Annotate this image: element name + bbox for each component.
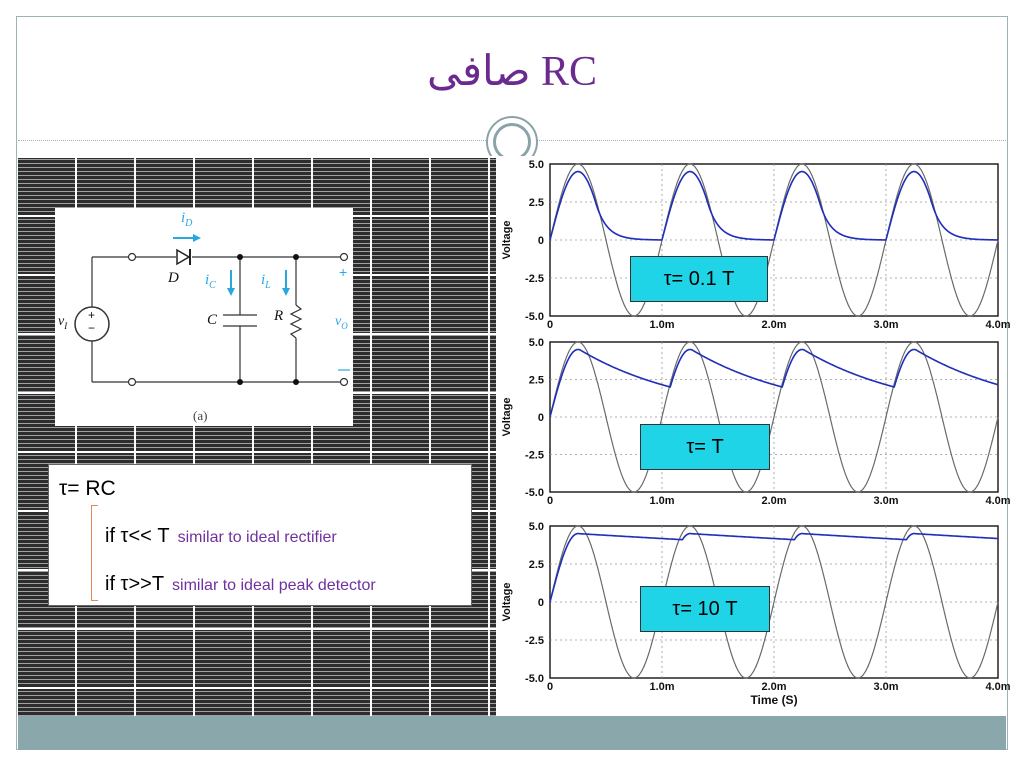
- y-tick-label: 2.5: [529, 197, 544, 209]
- x-tick-label: 1.0m: [649, 319, 674, 331]
- label-vI: vI: [58, 314, 68, 331]
- source-minus: −: [88, 321, 96, 335]
- label-C: C: [207, 312, 218, 328]
- x-tick-label: 3.0m: [873, 319, 898, 331]
- x-axis-label: Time (S): [750, 693, 797, 707]
- y-tick-label: -5.0: [525, 311, 544, 323]
- label-iD: iD: [181, 210, 193, 229]
- slide-title: صافی RC: [426, 49, 598, 95]
- voltage-source-symbol: [74, 306, 110, 342]
- y-tick-label: -5.0: [525, 673, 544, 685]
- x-tick-label: 2.0m: [761, 681, 786, 693]
- x-tick-label: 1.0m: [649, 495, 674, 507]
- y-tick-label: -5.0: [525, 487, 544, 499]
- x-tick-label: 0: [547, 319, 553, 331]
- footer-bar: [18, 716, 1006, 750]
- x-tick-label: 2.0m: [761, 319, 786, 331]
- circuit-svg: [74, 234, 350, 387]
- y-tick-label: 0: [538, 597, 544, 609]
- label-iC: iC: [205, 272, 216, 291]
- y-axis-label: Voltage: [501, 583, 513, 622]
- y-tick-label: 5.0: [529, 159, 544, 171]
- tau-definition: τ= RC: [59, 477, 116, 500]
- formula-box: τ= RC if τ<< T similar to ideal rectifier…: [48, 464, 472, 606]
- tau-label-box: τ= 10 T: [640, 586, 770, 632]
- tau-label-box: τ= T: [640, 424, 770, 470]
- condition-description: similar to ideal peak detector: [172, 577, 376, 594]
- y-tick-label: 5.0: [529, 521, 544, 533]
- condition-description: similar to ideal rectifier: [177, 529, 337, 546]
- x-tick-label: 3.0m: [873, 681, 898, 693]
- y-tick-label: -2.5: [525, 635, 544, 647]
- condition-bracket: [91, 505, 98, 601]
- y-axis-label: Voltage: [501, 221, 513, 260]
- y-tick-label: -2.5: [525, 273, 544, 285]
- condition-text: if τ<< T: [105, 525, 170, 547]
- label-D: D: [168, 270, 179, 286]
- diode-symbol: [176, 248, 191, 266]
- y-tick-label: 5.0: [529, 337, 544, 349]
- x-tick-label: 1.0m: [649, 681, 674, 693]
- x-tick-label: 0: [547, 681, 553, 693]
- x-tick-label: 4.0m: [985, 681, 1010, 693]
- y-tick-label: 2.5: [529, 559, 544, 571]
- y-axis-label: Voltage: [501, 398, 513, 437]
- x-tick-label: 2.0m: [761, 495, 786, 507]
- circuit-diagram: iD D iC iL C R vI vO + + − (a): [55, 208, 353, 426]
- label-R: R: [274, 308, 284, 324]
- y-tick-label: -2.5: [525, 450, 544, 462]
- x-tick-label: 3.0m: [873, 495, 898, 507]
- terminal: [127, 252, 137, 262]
- output-line: [549, 532, 998, 603]
- y-tick-label: 0: [538, 412, 544, 424]
- y-tick-label: 0: [538, 235, 544, 247]
- condition-row: if τ>>T similar to ideal peak detector: [105, 573, 376, 596]
- circuit-caption: (a): [193, 408, 208, 423]
- y-tick-label: 2.5: [529, 375, 544, 387]
- x-tick-label: 4.0m: [985, 319, 1010, 331]
- x-tick-label: 4.0m: [985, 495, 1010, 507]
- tau-label-box: τ= 0.1 T: [630, 256, 768, 302]
- label-plus: +: [339, 264, 348, 280]
- output-line: [549, 170, 998, 241]
- input-sine-line: [549, 525, 999, 679]
- label-vO: vO: [335, 314, 348, 331]
- source-plus: +: [88, 308, 96, 322]
- output-line: [549, 348, 999, 418]
- label-iL: iL: [261, 272, 271, 291]
- input-sine-line: [549, 341, 999, 493]
- condition-text: if τ>>T: [105, 573, 165, 595]
- condition-row: if τ<< T similar to ideal rectifier: [105, 525, 337, 548]
- x-tick-label: 0: [547, 495, 553, 507]
